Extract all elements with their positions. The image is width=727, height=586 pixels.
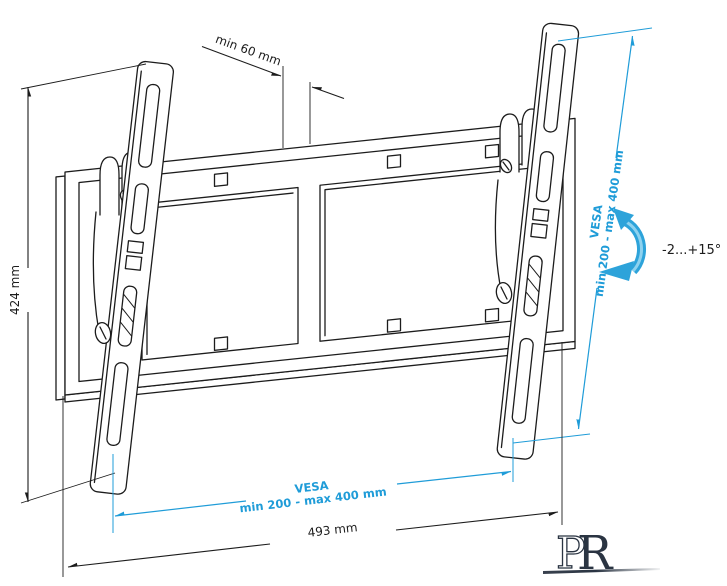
slot-hatch [120, 294, 135, 337]
tilt-angle-label: -2...+15° [662, 243, 721, 258]
mount-hole [213, 336, 229, 351]
tilt-arrowhead-bottom [599, 261, 634, 281]
plate-left-face [55, 175, 66, 401]
right-strap [494, 179, 502, 291]
rail-slot [106, 362, 129, 447]
brand-logo: P R [543, 526, 660, 581]
rail-detail [530, 222, 548, 239]
left-rail-body [89, 60, 175, 495]
plate-inner-outline [78, 131, 564, 383]
vesa-window-left [141, 186, 299, 361]
dimension-vesa-horizontal: VESA min 200 - max 400 mm [112, 438, 514, 533]
rail-slot [543, 43, 566, 133]
slot-hatch [525, 263, 541, 307]
right-rail-body [496, 22, 580, 460]
mount-hole [484, 307, 500, 323]
dimension-height: 424 mm [8, 63, 147, 504]
mount-hole [213, 172, 229, 187]
depth-label: min 60 mm [214, 32, 284, 69]
width-label: 493 mm [307, 520, 358, 540]
left-rail [89, 60, 175, 495]
vesa-horizontal-title: VESA [294, 478, 329, 496]
vesa-vertical-title: VESA [587, 204, 606, 240]
rail-slot [137, 83, 161, 168]
mount-hole [386, 154, 402, 169]
rail-slot [130, 183, 149, 235]
rail-slot [117, 285, 138, 347]
wall-plate [55, 117, 576, 403]
rail-detail [124, 254, 143, 271]
vesa-window-right [319, 161, 541, 342]
rail-slot [535, 151, 555, 203]
rail-slot [523, 255, 543, 317]
dimension-depth: min 60 mm [201, 32, 345, 148]
dimension-width: 493 mm [62, 342, 563, 577]
mount-hole [386, 318, 402, 333]
logo-underline [543, 568, 660, 574]
rail-detail [126, 240, 145, 255]
logo-letter-r: R [577, 526, 614, 581]
tilt-indicator: -2...+15° [599, 208, 721, 281]
rail-slot [511, 337, 534, 424]
rail-detail [532, 207, 550, 222]
logo-letter-p: P [556, 528, 586, 579]
tilt-arrowhead-top [613, 208, 634, 230]
left-strap [92, 211, 100, 333]
mount-hole [484, 143, 500, 159]
mount-drawing [55, 22, 580, 495]
height-label: 424 mm [8, 265, 22, 315]
vesa-window-right-inner-edge [324, 166, 536, 337]
right-rail [496, 22, 580, 460]
